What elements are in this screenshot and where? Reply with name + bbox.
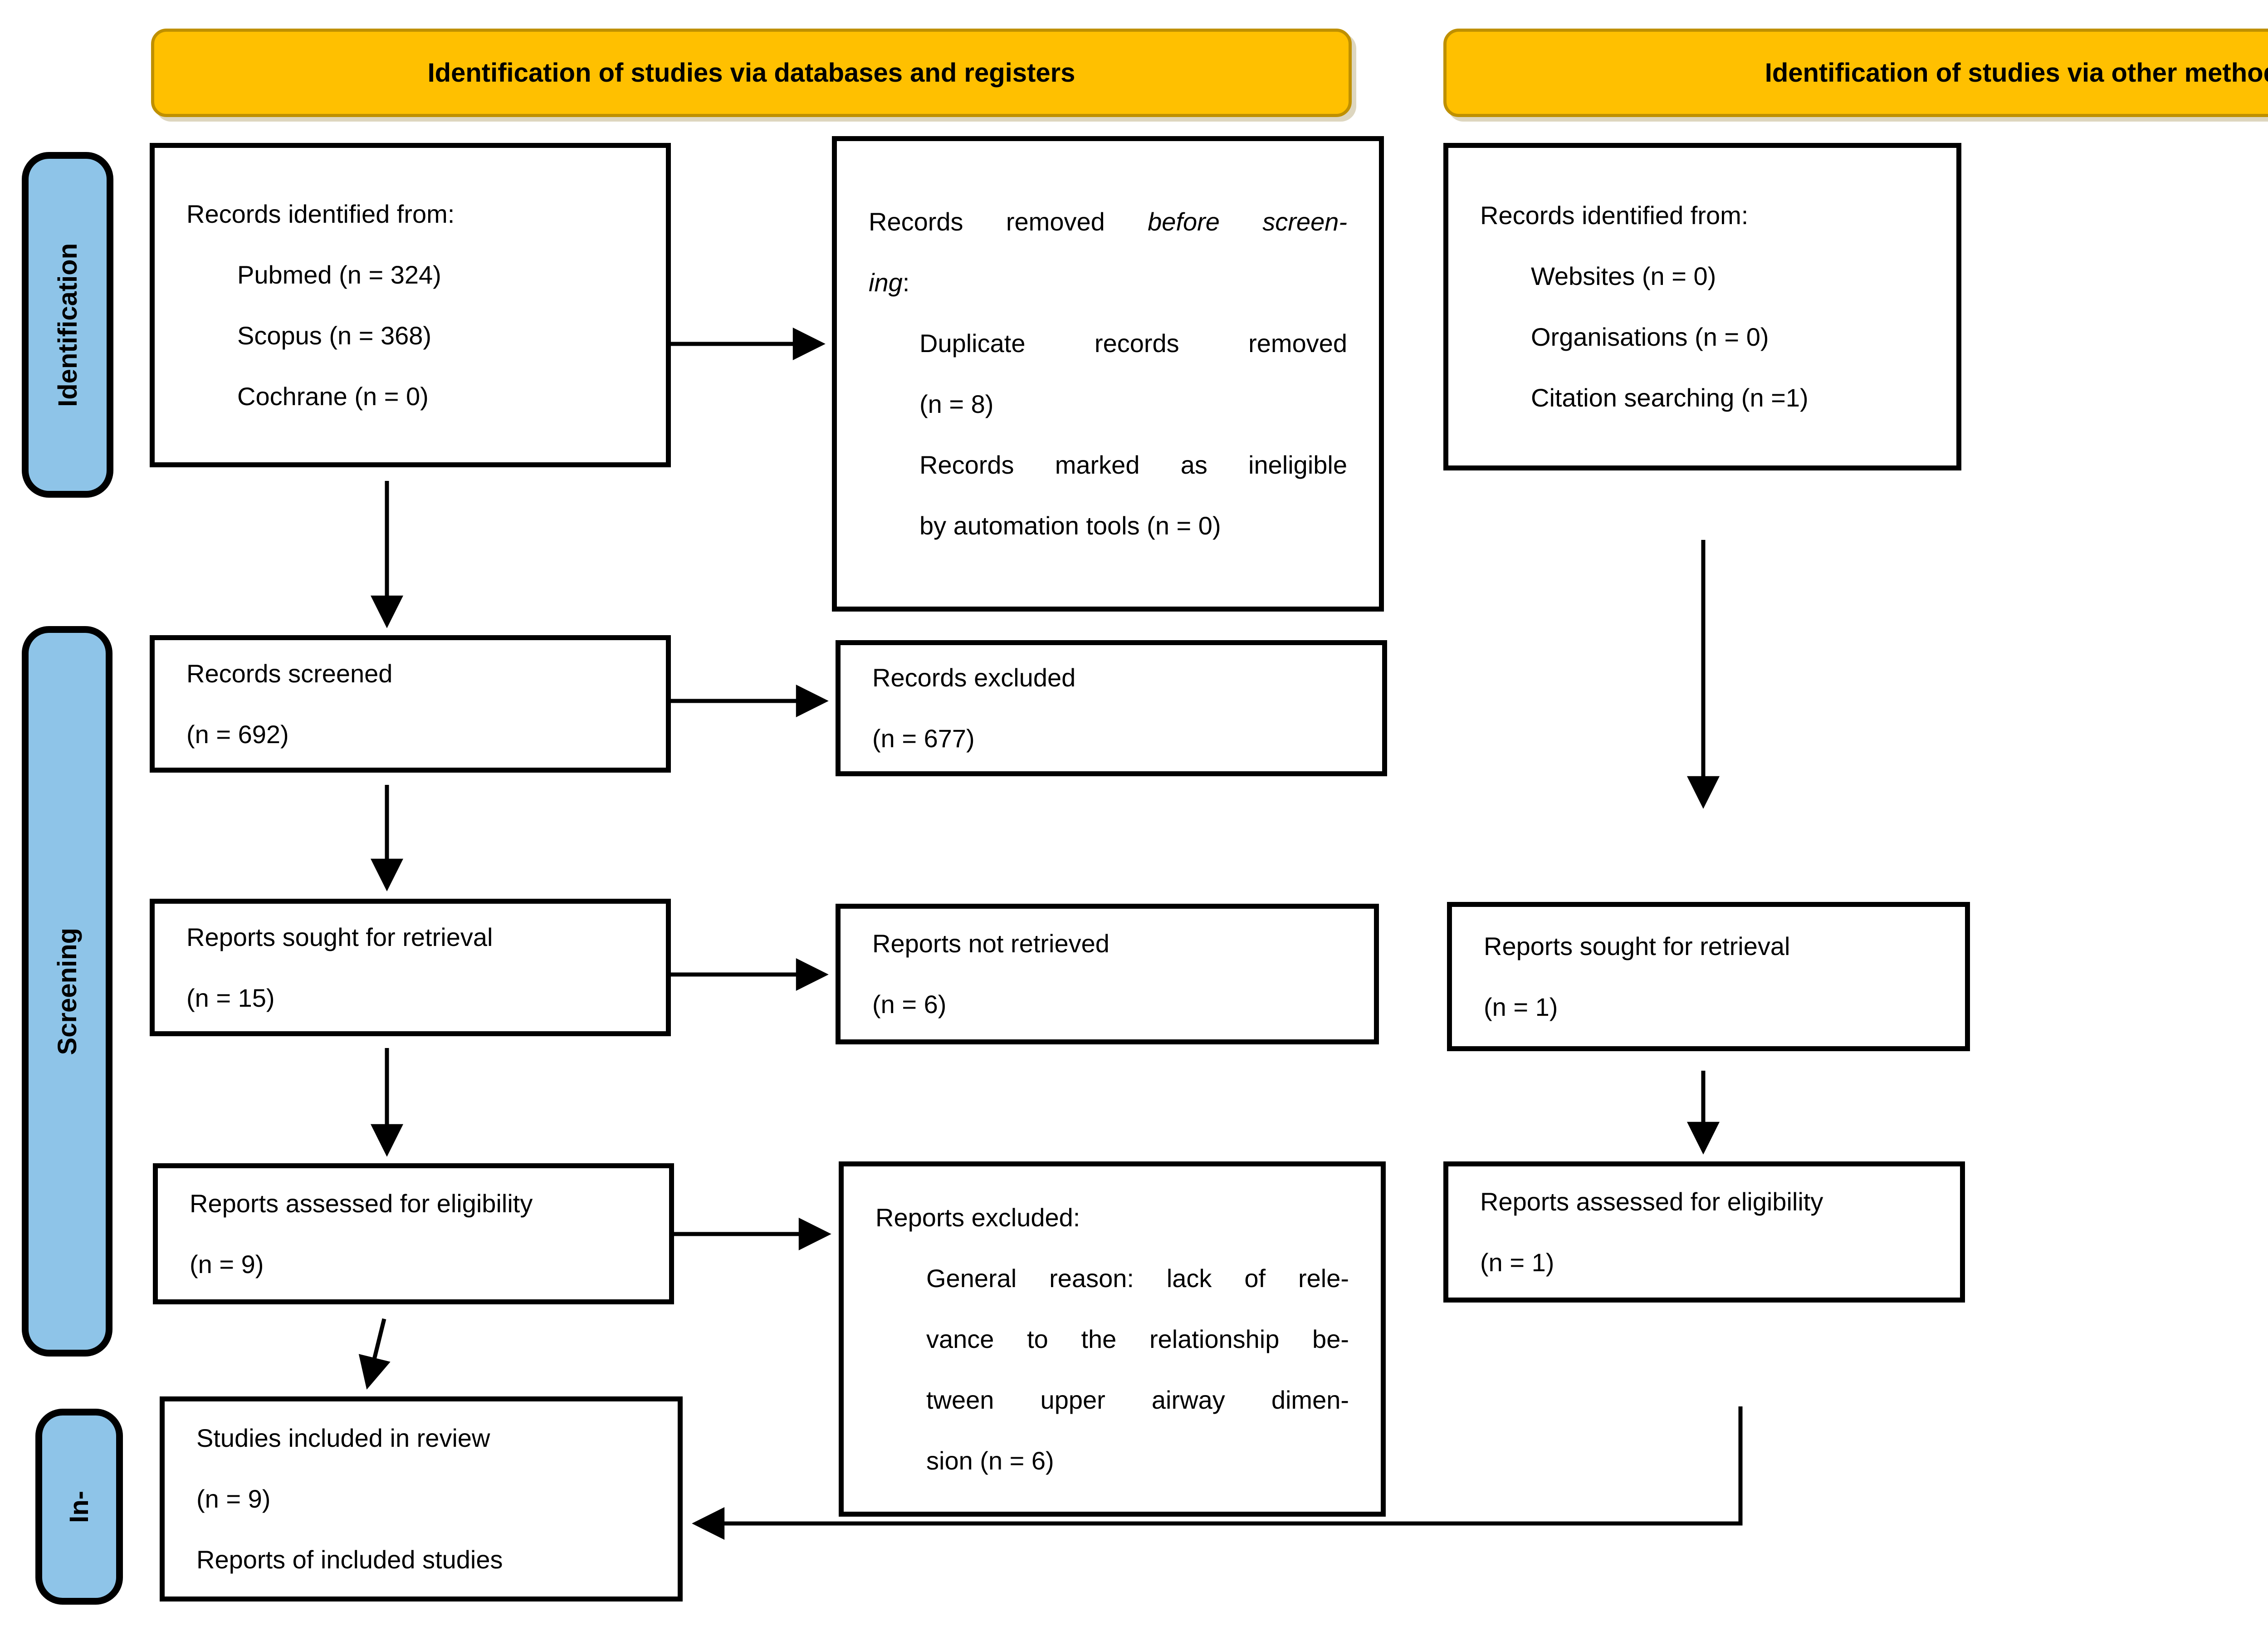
box-reports-assessed-other: Reports assessed for eligibility (n = 1) [1443,1161,1965,1303]
stage-included: In- [35,1409,123,1605]
text-line: sion (n = 6) [926,1446,1054,1475]
stage-screening-label: Screening [52,927,82,1055]
box-reports-excluded: Reports excluded: General reason: lack of… [839,1161,1386,1517]
box-records-screened: Records screened (n = 692) [150,635,671,773]
text-line: (n = 677) [872,724,975,753]
text-line: Cochrane (n = 0) [237,382,429,411]
stage-identification-label: Identification [53,243,83,407]
text-line: Websites (n = 0) [1531,262,1716,290]
box-reports-assessed-databases: Reports assessed for eligibility (n = 9) [153,1163,674,1304]
text-line: Pubmed (n = 324) [237,260,441,289]
text-line: Reports assessed for eligibility [190,1189,533,1218]
stage-screening: Screening [22,626,112,1357]
box-records-identified-other: Records identified from: Websites (n = 0)… [1443,143,1961,470]
banner-databases-registers: Identification of studies via databases … [151,29,1352,117]
text-line: Citation searching (n =1) [1531,383,1809,412]
text-line: Reports sought for retrieval [186,922,493,951]
text-line: Studies included in review [196,1424,490,1452]
text-line: Scopus (n = 368) [237,321,432,350]
text-line: General reason: lack of rele- [926,1264,1349,1293]
box-records-removed-before-screening: Records removed before screen-ing: Duplic… [832,136,1384,612]
box-reports-sought-other: Reports sought for retrieval (n = 1) [1447,902,1970,1051]
box-studies-included: Studies included in review (n = 9) Reports… [160,1396,683,1602]
text-line: (n = 8) [919,390,994,418]
text-line: Reports of included studies [196,1545,503,1574]
text-line: (n = 1) [1484,992,1558,1021]
stage-identification: Identification [22,152,113,498]
text-line: Organisations (n = 0) [1531,323,1769,351]
text-line: Records removed before screen- [869,207,1348,236]
text-line: ing: [869,268,910,297]
text-line: Records marked as ineligible [919,451,1347,479]
box-records-identified-databases: Records identified from: Pubmed (n = 324)… [150,143,671,467]
text-line: (n = 9) [190,1249,264,1278]
arrow-assessed-to-included [358,1318,391,1390]
text-line: Reports assessed for eligibility [1480,1187,1823,1216]
text-line: Records excluded [872,663,1076,692]
stage-included-label: In- [64,1490,94,1523]
text-line: Reports excluded: [875,1203,1080,1232]
banner-other-methods: Identification of studies via other meth… [1443,29,2268,117]
text-line: tween upper airway dimen- [926,1385,1349,1414]
text-line: Reports not retrieved [872,929,1110,958]
box-reports-sought-databases: Reports sought for retrieval (n = 15) [150,899,671,1036]
text-line: vance to the relationship be- [926,1324,1349,1353]
text-line: (n = 6) [872,990,947,1019]
box-records-excluded: Records excluded (n = 677) [836,640,1387,776]
text-line: by automation tools (n = 0) [919,511,1221,540]
text-line: Duplicate records removed [919,329,1347,358]
text-line: (n = 1) [1480,1248,1554,1277]
text-line: Records identified from: [186,199,455,228]
text-line: Records identified from: [1480,201,1749,230]
text-line: Records screened [186,659,393,688]
text-line: (n = 692) [186,720,289,749]
box-reports-not-retrieved: Reports not retrieved (n = 6) [836,904,1379,1044]
text-line: (n = 15) [186,983,275,1012]
text-line: Reports sought for retrieval [1484,931,1790,960]
text-line: (n = 9) [196,1484,271,1513]
